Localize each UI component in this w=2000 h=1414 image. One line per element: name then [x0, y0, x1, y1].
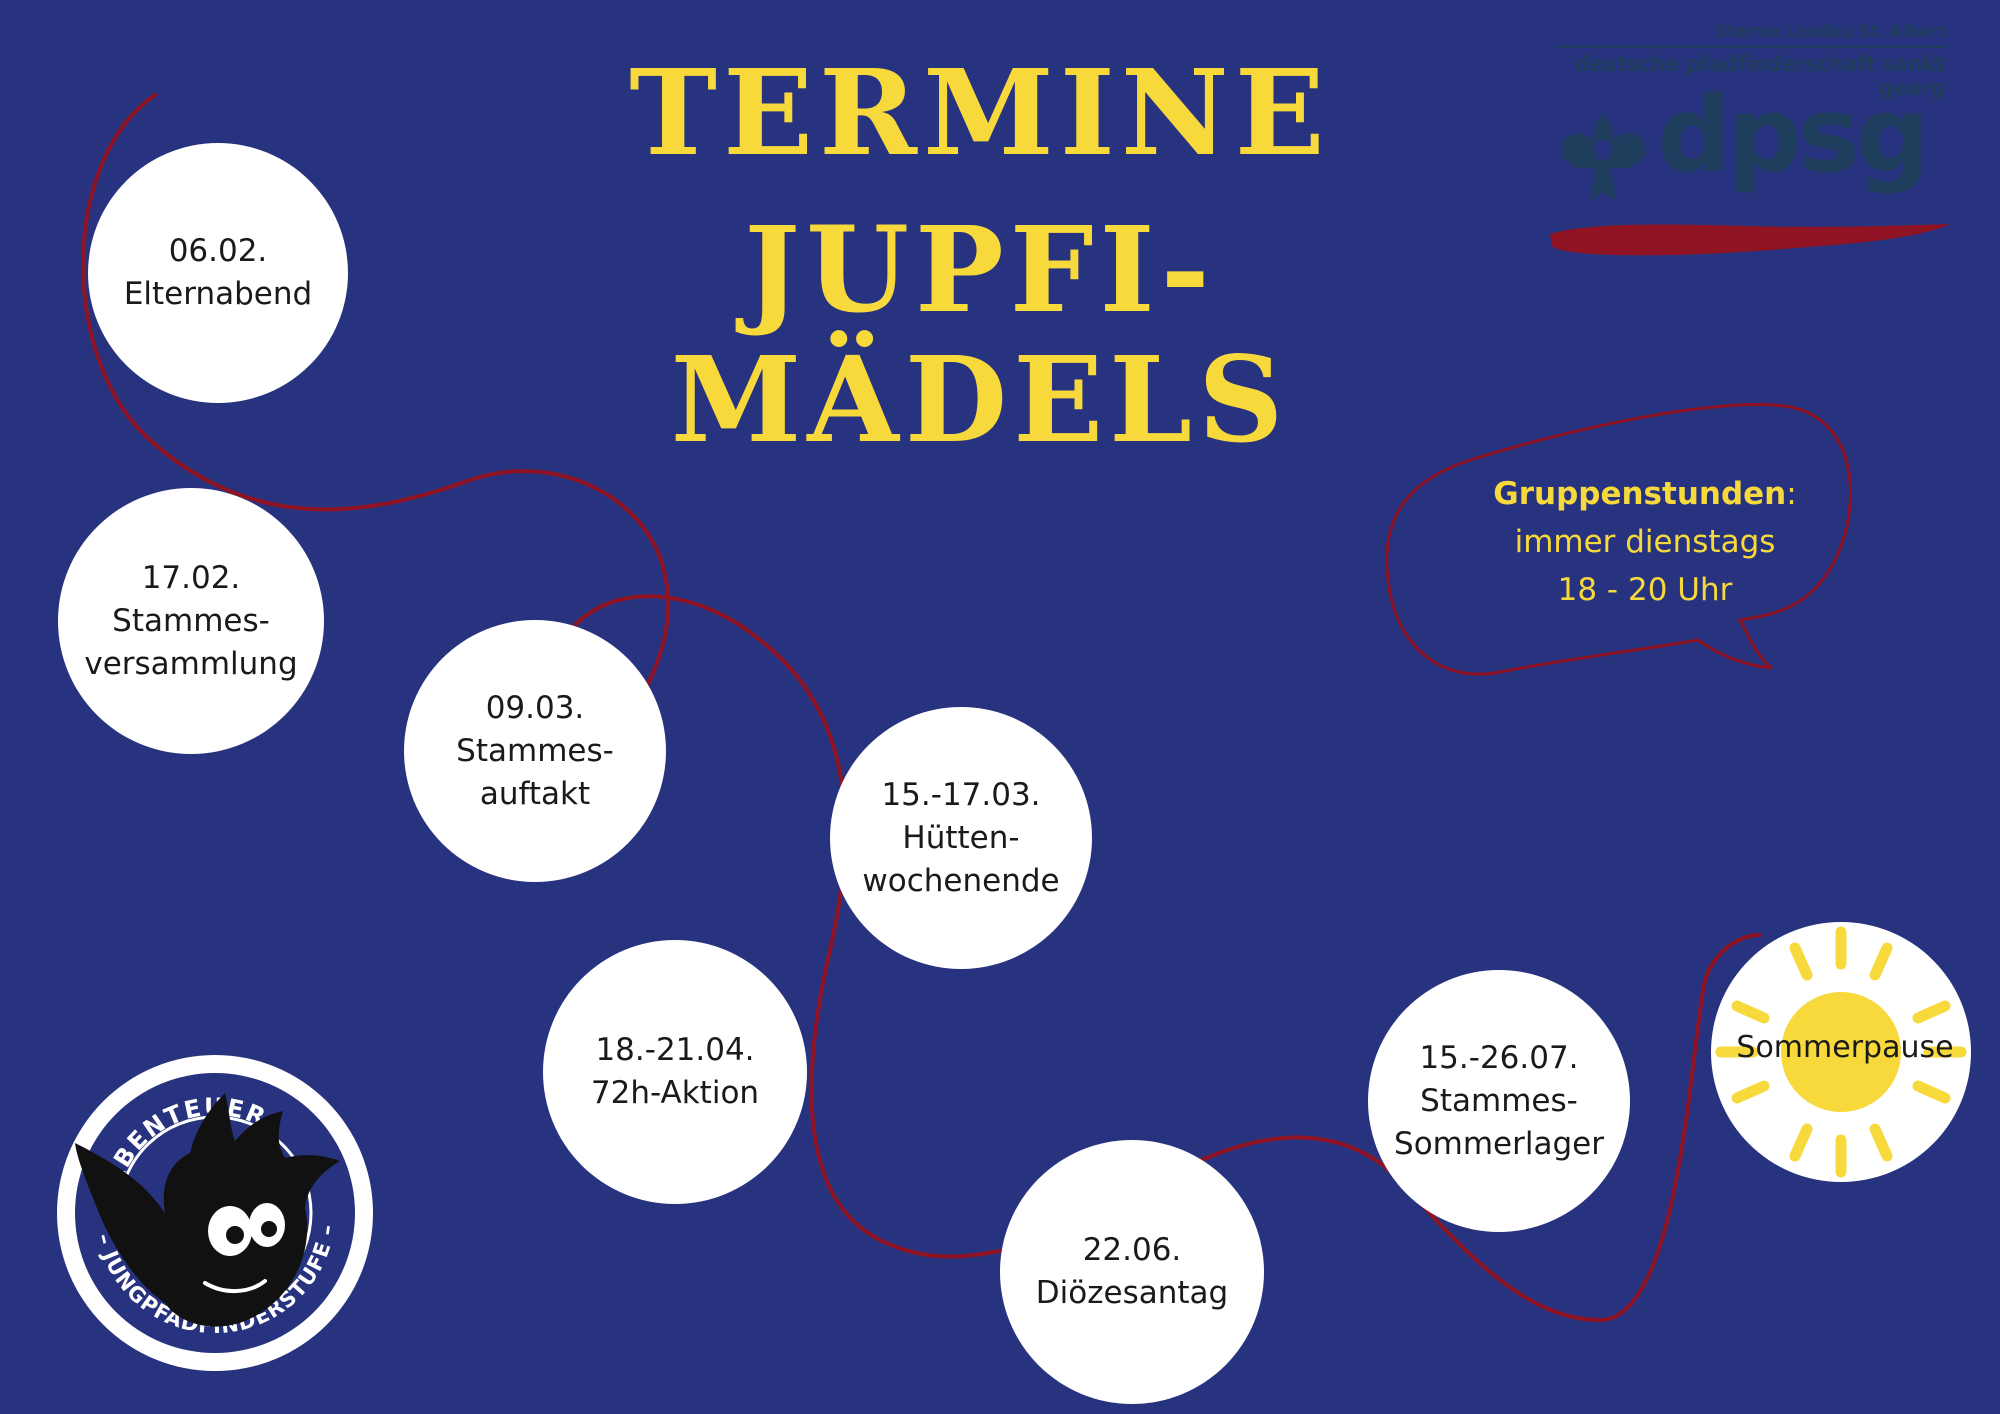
event-label: Stammes-	[1420, 1082, 1578, 1119]
sun-icon	[1711, 922, 1971, 1182]
logo-wordmark: dpsg	[1657, 74, 1930, 196]
jungpfadfinder-badge: ABENTEUER – JUNGPFADFINDERSTUFE –	[57, 1055, 373, 1371]
event-date: 06.02.	[168, 233, 268, 269]
gruppenstunden-colon: :	[1786, 476, 1797, 512]
gruppenstunden-info: Gruppenstunden: immer dienstags 18 - 20 …	[1440, 470, 1850, 614]
event-date: 09.03.	[485, 689, 585, 726]
event-label: Elternabend	[123, 276, 313, 312]
logo-stamm-text: Stamm Landau St. Albert	[1715, 22, 1945, 42]
event-label: auftakt	[479, 775, 591, 812]
lily-icon	[1561, 113, 1645, 202]
event-label: Stammes-	[456, 732, 614, 769]
event-dioezesantag: 22.06. Diözesantag	[1000, 1140, 1264, 1404]
event-stammesauftakt: 09.03. Stammes- auftakt	[404, 620, 666, 882]
logo-org-text: deutsche pfadfinderschaft sankt georg	[1574, 52, 1945, 100]
event-sommerlager: 15.-26.07. Stammes- Sommerlager	[1368, 970, 1630, 1232]
gruppenstunden-time: 18 - 20 Uhr	[1557, 572, 1733, 608]
event-date: 15.-17.03.	[881, 776, 1041, 813]
event-elternabend: 06.02. Elternabend	[88, 143, 348, 403]
event-label: Stammes-	[112, 602, 270, 639]
event-date: 15.-26.07.	[1419, 1039, 1579, 1076]
event-date: 17.02.	[141, 559, 241, 596]
event-label: Sommerlager	[1394, 1125, 1604, 1162]
event-label: wochenende	[862, 862, 1060, 899]
event-huettenwochenende: 15.-17.03. Hütten- wochenende	[830, 707, 1092, 969]
event-date: 18.-21.04.	[595, 1032, 755, 1068]
event-label: Hütten-	[902, 819, 1020, 856]
page-title-line-2: JUPFI-MÄDELS	[670, 200, 1290, 469]
event-stammesversammlung: 17.02. Stammes- versammlung	[58, 488, 324, 754]
sommerpause-label: Sommerpause	[1736, 1030, 1954, 1065]
event-label: 72h-Aktion	[590, 1075, 760, 1111]
logo-divider	[1555, 46, 1945, 48]
event-label: versammlung	[84, 645, 298, 682]
wolf-mascot-icon	[75, 1093, 340, 1327]
event-72h-aktion: 18.-21.04. 72h-Aktion	[543, 940, 807, 1204]
gruppenstunden-day: immer dienstags	[1514, 524, 1776, 560]
page-title-line-1: TERMINE	[629, 43, 1331, 182]
event-label: Diözesantag	[1035, 1275, 1229, 1311]
dpsg-logo: Stamm Landau St. Albert deutsche pfadfin…	[1545, 18, 1950, 268]
event-date: 22.06.	[1082, 1232, 1182, 1268]
gruppenstunden-heading: Gruppenstunden	[1493, 476, 1787, 512]
logo-red-brush-stroke	[1550, 224, 1950, 256]
